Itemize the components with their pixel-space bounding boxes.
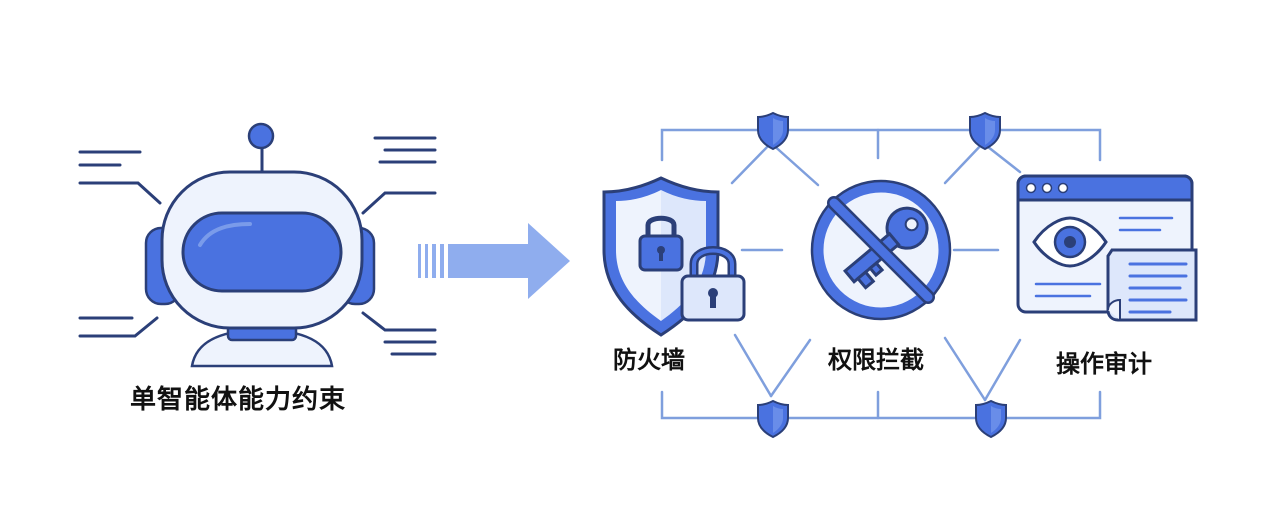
network-lines <box>660 128 1102 420</box>
node-shield-icon <box>969 112 1001 150</box>
agent-capability-caption: 单智能体能力约束 <box>130 385 347 415</box>
browser-eye-document-icon <box>1016 174 1198 322</box>
arrow-right-icon <box>418 223 570 299</box>
permission-block-caption: 权限拦截 <box>828 346 924 374</box>
no-key-icon <box>810 179 952 321</box>
operation-audit-caption: 操作审计 <box>1056 350 1152 378</box>
node-shield-icon <box>757 400 789 438</box>
node-shield-icon <box>757 112 789 150</box>
robot-head-icon <box>78 122 437 368</box>
firewall-caption: 防火墙 <box>613 346 685 374</box>
node-shield-icon <box>975 400 1007 438</box>
signal-lines-right <box>361 136 437 356</box>
signal-lines-left <box>78 150 162 338</box>
shield-lock-icon <box>602 176 746 337</box>
